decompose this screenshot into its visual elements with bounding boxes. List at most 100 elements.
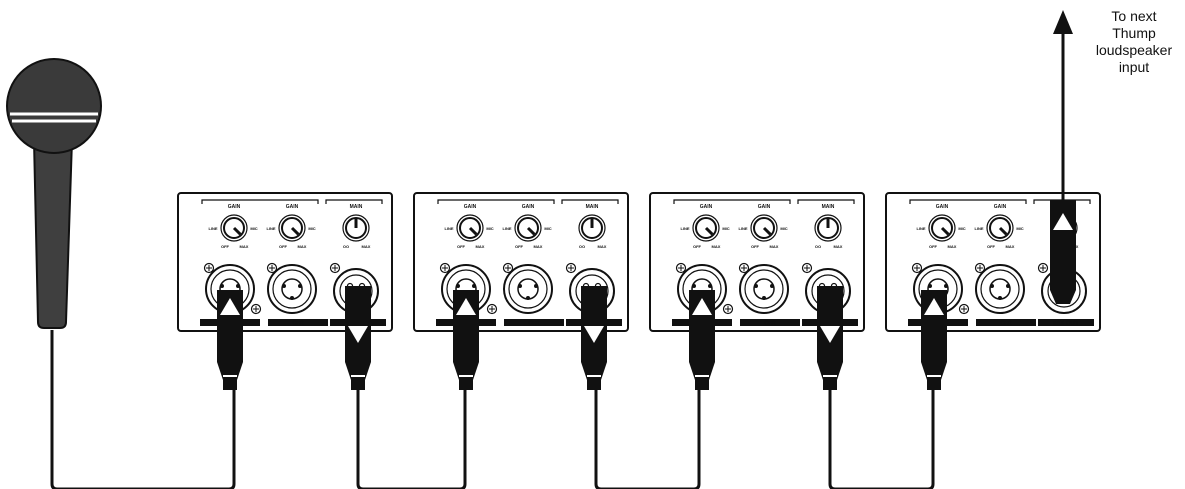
mic-label: MIC bbox=[544, 226, 551, 231]
input-plug-2 bbox=[453, 290, 479, 390]
ch2-label-bar bbox=[268, 319, 328, 326]
gain-knob-ch2 bbox=[986, 214, 1014, 242]
line-label: LINE bbox=[502, 226, 511, 231]
line-label: LINE bbox=[266, 226, 275, 231]
max-label: MAX bbox=[712, 244, 721, 249]
arrow-up-icon bbox=[220, 298, 240, 315]
arrow-down-icon bbox=[820, 326, 840, 343]
main-label: MAIN bbox=[350, 204, 363, 210]
gain-knob-ch1 bbox=[692, 214, 720, 242]
line-label: LINE bbox=[208, 226, 217, 231]
input-plug-1 bbox=[217, 290, 243, 390]
output-plug-3 bbox=[817, 286, 843, 390]
input-jack-ch2 bbox=[503, 264, 553, 314]
microphone-head bbox=[6, 58, 102, 154]
plugs bbox=[217, 286, 947, 390]
input-jack-ch2 bbox=[975, 264, 1025, 314]
infinity-label: OO bbox=[343, 244, 349, 249]
gain-bracket bbox=[437, 199, 555, 204]
max-label: MAX bbox=[834, 244, 843, 249]
gain-label-ch1: GAIN bbox=[700, 204, 713, 210]
max-label: MAX bbox=[598, 244, 607, 249]
plug-boot bbox=[695, 380, 709, 390]
microphone bbox=[6, 58, 102, 329]
mix-out-label-bar bbox=[1038, 319, 1094, 326]
gain-label-ch1: GAIN bbox=[464, 204, 477, 210]
mix-out-label: MIX OUT bbox=[1054, 321, 1079, 327]
gain-knob-ch2 bbox=[278, 214, 306, 242]
max-label: MAX bbox=[1006, 244, 1015, 249]
max-label: MAX bbox=[948, 244, 957, 249]
max-label: MAX bbox=[298, 244, 307, 249]
off-label: OFF bbox=[515, 244, 524, 249]
output-plug-2 bbox=[581, 286, 607, 390]
plug-boot bbox=[587, 380, 601, 390]
annotation-line-4: input bbox=[1118, 59, 1150, 75]
main-bracket bbox=[797, 199, 855, 204]
gain-label-ch2: GAIN bbox=[994, 204, 1007, 210]
off-label: OFF bbox=[987, 244, 996, 249]
input-plug-3 bbox=[689, 290, 715, 390]
gain-label-ch2: GAIN bbox=[522, 204, 535, 210]
gain-knob-ch1 bbox=[220, 214, 248, 242]
arrow-up-icon bbox=[692, 298, 712, 315]
output-arrow bbox=[1050, 10, 1076, 304]
mic-label: MIC bbox=[958, 226, 965, 231]
main-knob bbox=[814, 214, 842, 242]
max-label: MAX bbox=[534, 244, 543, 249]
gain-bracket bbox=[673, 199, 791, 204]
off-label: OFF bbox=[279, 244, 288, 249]
arrow-up-icon bbox=[1053, 213, 1073, 230]
ch2-label: CH2 bbox=[528, 321, 541, 327]
plug-boot bbox=[927, 380, 941, 390]
infinity-label: OO bbox=[579, 244, 585, 249]
input-jack-ch2 bbox=[739, 264, 789, 314]
main-knob bbox=[578, 214, 606, 242]
annotation-line-1: To next bbox=[1111, 8, 1157, 24]
microphone-handle bbox=[32, 139, 74, 329]
line-label: LINE bbox=[974, 226, 983, 231]
off-label: OFF bbox=[457, 244, 466, 249]
ch2-label: CH2 bbox=[764, 321, 777, 327]
ch2-label-bar bbox=[740, 319, 800, 326]
cable-2 bbox=[356, 390, 467, 489]
max-label: MAX bbox=[476, 244, 485, 249]
ch2-label: CH2 bbox=[292, 321, 305, 327]
main-label: MAIN bbox=[822, 204, 835, 210]
main-knob bbox=[342, 214, 370, 242]
gain-label-ch2: GAIN bbox=[758, 204, 771, 210]
gain-knob-ch1 bbox=[456, 214, 484, 242]
gain-label-ch1: GAIN bbox=[228, 204, 241, 210]
max-label: MAX bbox=[362, 244, 371, 249]
plug-boot bbox=[459, 380, 473, 390]
off-label: OFF bbox=[221, 244, 230, 249]
max-label: MAX bbox=[770, 244, 779, 249]
mic-label: MIC bbox=[1016, 226, 1023, 231]
line-label: LINE bbox=[916, 226, 925, 231]
off-label: OFF bbox=[693, 244, 702, 249]
infinity-label: OO bbox=[815, 244, 821, 249]
main-bracket bbox=[561, 199, 619, 204]
to-next-speaker-annotation: To next Thump loudspeaker input bbox=[1086, 8, 1182, 76]
line-label: LINE bbox=[738, 226, 747, 231]
ch2-label-bar bbox=[976, 319, 1036, 326]
cable-1 bbox=[50, 330, 236, 489]
gain-bracket bbox=[909, 199, 1027, 204]
off-label: OFF bbox=[929, 244, 938, 249]
arrow-up-icon bbox=[456, 298, 476, 315]
ch2-label: CH2 bbox=[1000, 321, 1013, 327]
gain-knob-ch2 bbox=[514, 214, 542, 242]
arrow-down-icon bbox=[348, 326, 368, 343]
speaker-panels: GAIN LINE MIC OFF MAX GAIN LINE MIC OFF MAX MAIN OO… bbox=[177, 192, 1101, 332]
mic-label: MIC bbox=[308, 226, 315, 231]
main-label: MAIN bbox=[586, 204, 599, 210]
input-jack-ch2 bbox=[267, 264, 317, 314]
gain-label-ch2: GAIN bbox=[286, 204, 299, 210]
cables bbox=[50, 330, 935, 489]
gain-label-ch1: GAIN bbox=[936, 204, 949, 210]
plug-boot bbox=[351, 380, 365, 390]
plug-boot bbox=[223, 380, 237, 390]
line-label: LINE bbox=[444, 226, 453, 231]
